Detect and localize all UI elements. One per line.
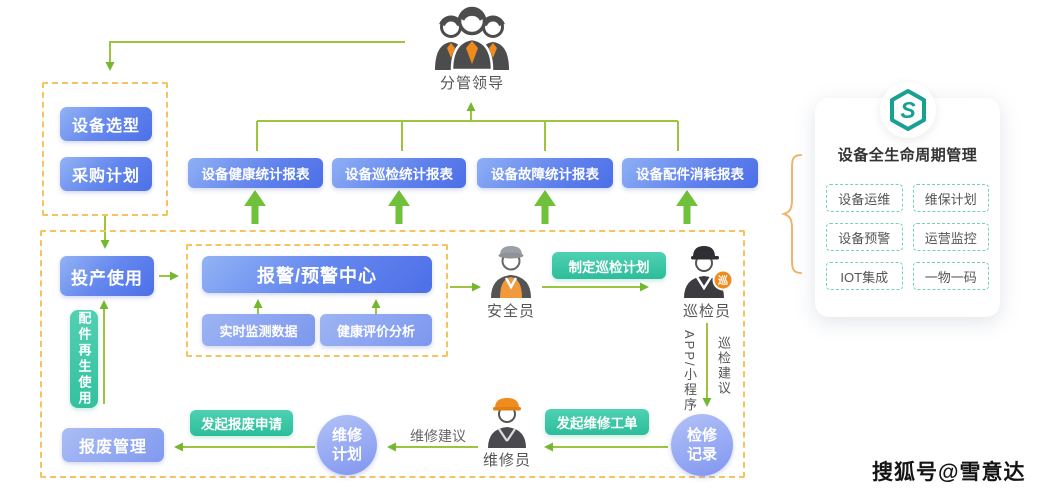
node-alarm-center: 报警/预警中心 bbox=[202, 256, 432, 293]
report-inspection-stats: 设备巡检统计报表 bbox=[332, 158, 466, 188]
report-health-stats: 设备健康统计报表 bbox=[188, 158, 323, 188]
repair-suggestion-label: 维修建议 bbox=[410, 428, 466, 444]
main-process-dashed-box bbox=[40, 230, 745, 478]
node-create-work-order: 发起维修工单 bbox=[545, 409, 649, 435]
inspection-suggestion-label: 巡检建议 bbox=[716, 336, 731, 396]
procurement-dashed-box bbox=[42, 82, 168, 216]
repairman-label: 维修员 bbox=[482, 452, 531, 469]
hexagon-s-logo-icon: S bbox=[889, 89, 926, 131]
node-scrap-management: 报废管理 bbox=[62, 428, 164, 462]
logo-letter: S bbox=[900, 97, 916, 123]
repairman-icon bbox=[488, 398, 526, 448]
node-purchase-plan: 采购计划 bbox=[60, 157, 152, 191]
safety-officer-icon bbox=[491, 246, 531, 298]
node-make-inspection-plan: 制定巡检计划 bbox=[552, 252, 666, 279]
chip-equipment-warning: 设备预警 bbox=[826, 223, 903, 251]
node-create-scrap-request: 发起报废申请 bbox=[190, 410, 293, 436]
node-repair-plan: 维修 计划 bbox=[317, 415, 377, 475]
report-parts-consumption: 设备配件消耗报表 bbox=[622, 158, 758, 188]
panel-title: 设备全生命周期管理 bbox=[837, 147, 978, 164]
report-failure-stats: 设备故障统计报表 bbox=[477, 158, 613, 188]
node-overhaul-record: 检修 记录 bbox=[671, 414, 733, 476]
safety-officer-label: 安全员 bbox=[486, 303, 535, 320]
chip-equipment-ops: 设备运维 bbox=[826, 184, 903, 212]
lifecycle-panel: S 设备全生命周期管理 设备运维 维保计划 设备预警 运营监控 IOT集成 一物… bbox=[815, 82, 1000, 317]
leader-label: 分管领导 bbox=[439, 75, 504, 92]
alarm-center-dashed-box bbox=[186, 244, 448, 357]
node-equipment-selection: 设备选型 bbox=[60, 107, 152, 141]
chip-operation-monitoring: 运营监控 bbox=[912, 223, 989, 251]
node-health-analysis: 健康评价分析 bbox=[320, 314, 432, 346]
watermark: 搜狐号@雪意达 bbox=[872, 461, 1026, 484]
panel-chip-grid: 设备运维 维保计划 设备预警 运营监控 IOT集成 一物一码 bbox=[826, 184, 989, 290]
logo-circle: S bbox=[879, 82, 936, 138]
node-parts-reuse: 配件再生使用 bbox=[70, 310, 98, 408]
inspector-icon: 巡 bbox=[684, 246, 733, 298]
chip-one-item-one-code: 一物一码 bbox=[912, 262, 989, 290]
node-realtime-data: 实时监测数据 bbox=[202, 314, 315, 346]
chip-maintenance-plan: 维保计划 bbox=[912, 184, 989, 212]
inspector-badge: 巡 bbox=[718, 274, 728, 287]
app-mini-program-label: APP/小程序 bbox=[682, 330, 697, 413]
leadership-group-icon bbox=[435, 6, 509, 70]
node-production-use: 投产使用 bbox=[60, 256, 154, 296]
chip-iot-integration: IOT集成 bbox=[826, 262, 903, 290]
inspector-label: 巡检员 bbox=[682, 303, 731, 320]
